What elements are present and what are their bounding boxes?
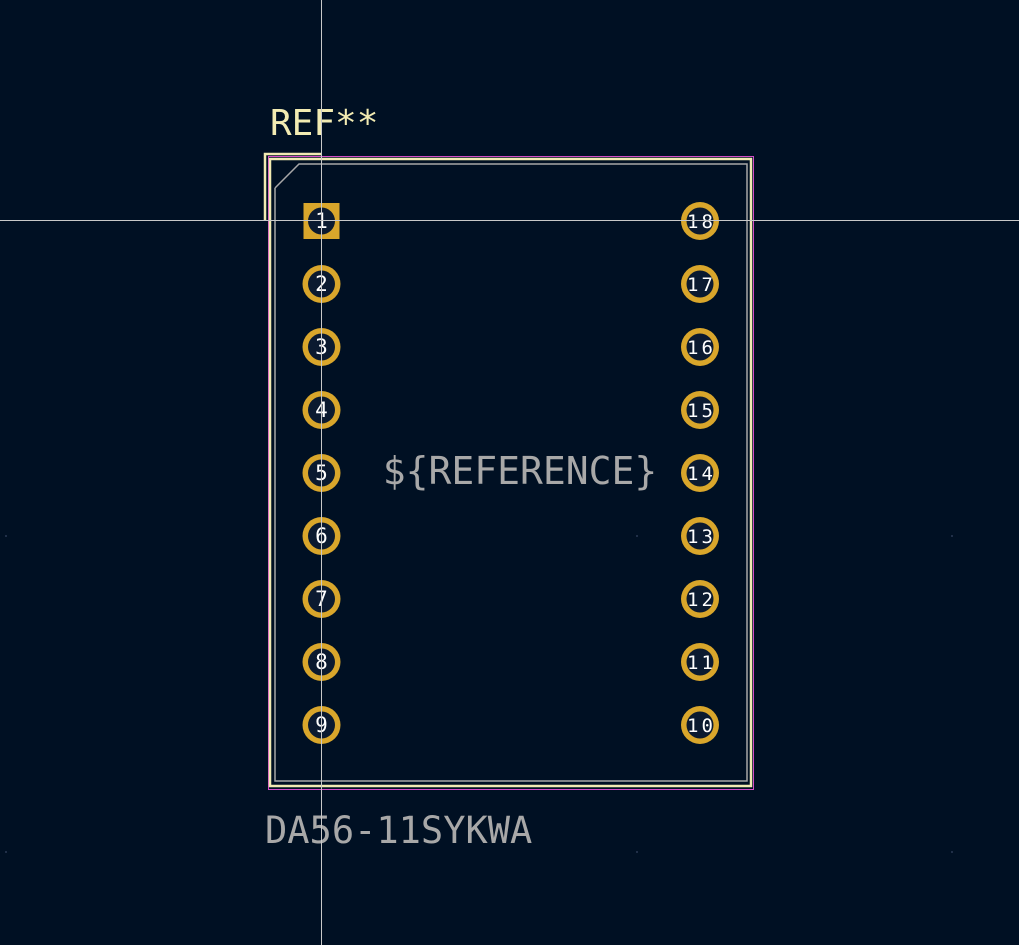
- pad-drill-hole: [686, 585, 714, 613]
- fab-reference-text: ${REFERENCE}: [383, 449, 658, 493]
- pad-12[interactable]: 12: [681, 580, 719, 618]
- pad-17[interactable]: 17: [681, 265, 719, 303]
- silkscreen-outline: [263, 152, 753, 788]
- pad-drill-hole: [686, 522, 714, 550]
- pad-drill-hole: [686, 459, 714, 487]
- reference-text: REF**: [270, 103, 378, 144]
- pad-drill-hole: [686, 270, 714, 298]
- pad-drill-hole: [686, 333, 714, 361]
- pad-15[interactable]: 15: [681, 391, 719, 429]
- pad-16[interactable]: 16: [681, 328, 719, 366]
- pad-14[interactable]: 14: [681, 454, 719, 492]
- pad-drill-hole: [686, 396, 714, 424]
- courtyard-outline: [268, 156, 754, 790]
- fab-outline: [274, 163, 748, 782]
- pad-drill-hole: [686, 711, 714, 739]
- pad-10[interactable]: 10: [681, 706, 719, 744]
- grid-dots: [5, 535, 953, 853]
- pad-13[interactable]: 13: [681, 517, 719, 555]
- pad-drill-hole: [686, 648, 714, 676]
- pad-11[interactable]: 11: [681, 643, 719, 681]
- value-text: DA56-11SYKWA: [265, 809, 532, 852]
